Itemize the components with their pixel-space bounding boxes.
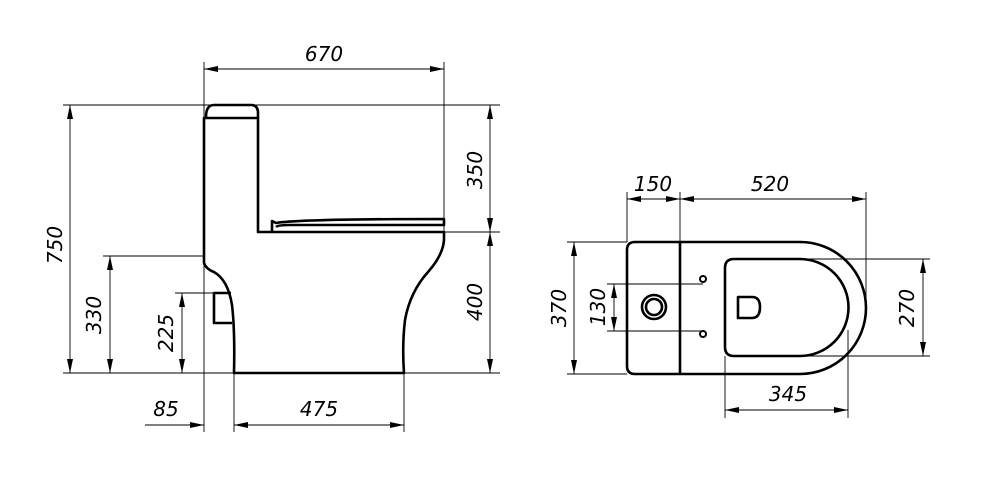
dim-label-330: 330 (82, 296, 106, 334)
side-view: 670 750 350 400 330 225 85 475 (43, 42, 500, 432)
dim-225: 225 (154, 293, 185, 373)
dim-label-370: 370 (547, 289, 571, 327)
dim-270: 270 (895, 259, 926, 356)
dim-label-345: 345 (769, 382, 807, 406)
seat-outline (723, 257, 850, 358)
top-extension-lines (567, 192, 930, 418)
outlet (212, 291, 232, 325)
dim-label-750: 750 (43, 226, 67, 264)
bowl-drain (736, 295, 762, 320)
dim-label-400: 400 (463, 283, 487, 321)
top-view: 150 520 370 130 270 345 (547, 172, 930, 418)
toilet-top-outline (625, 240, 868, 376)
dim-670: 670 (204, 42, 444, 72)
dim-475: 475 (234, 397, 404, 428)
dim-85: 85 (145, 397, 260, 428)
dim-label-520: 520 (751, 172, 789, 196)
dim-400: 400 (463, 232, 493, 373)
side-extension-lines (63, 62, 500, 432)
dim-150: 150 (627, 172, 680, 202)
dim-label-475: 475 (300, 397, 338, 421)
dim-130: 130 (586, 284, 617, 331)
dim-750: 750 (43, 105, 73, 373)
toilet-top-body (625, 240, 868, 376)
dim-label-670: 670 (305, 42, 343, 66)
tank-lid (204, 103, 260, 118)
dim-label-85: 85 (153, 397, 178, 421)
fixing-hole-bottom (699, 330, 707, 338)
dim-370: 370 (547, 242, 577, 374)
fixing-hole-top (699, 275, 707, 283)
toilet-seat (270, 217, 446, 231)
flush-button-icon (640, 293, 668, 321)
dim-label-350: 350 (463, 151, 487, 189)
dim-label-150: 150 (634, 172, 672, 196)
dim-345: 345 (725, 382, 848, 413)
flush-button-inner (644, 297, 664, 317)
dim-350: 350 (463, 105, 493, 232)
dim-label-130: 130 (586, 288, 610, 326)
toilet-body (202, 116, 446, 375)
dim-330: 330 (82, 256, 113, 373)
dim-label-225: 225 (154, 314, 178, 352)
toilet-side-outline (202, 103, 446, 375)
dim-520: 520 (680, 172, 866, 202)
dim-label-270: 270 (895, 289, 919, 327)
